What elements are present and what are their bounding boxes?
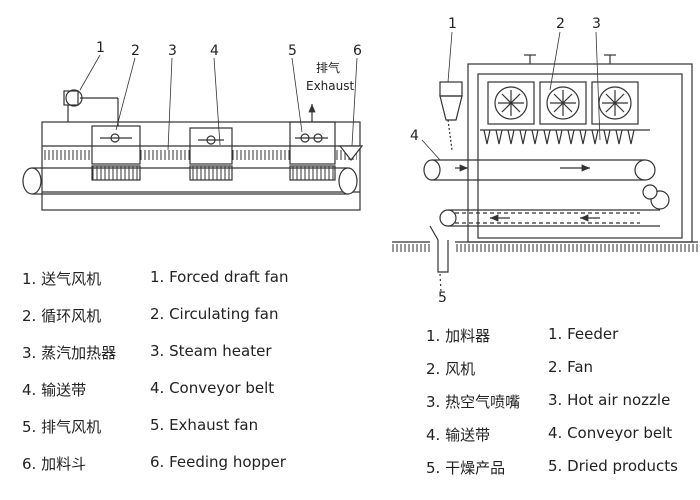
product-discharge (429, 225, 449, 293)
right-legend-en-3: 3. Hot air nozzle (548, 391, 671, 409)
left-callout-6: 6 (353, 43, 362, 59)
left-dryer-diagram (22, 54, 364, 211)
exhaust-fan-chamber-3 (289, 104, 336, 181)
forced-draft-fan (63, 89, 118, 122)
left-callout-3: 3 (168, 43, 177, 59)
feeding-hopper (338, 145, 364, 161)
right-legend-cn-4: 4. 输送带 (426, 426, 491, 444)
fan-row (487, 81, 639, 125)
right-callout-1: 1 (448, 16, 457, 32)
right-legend-en-1: 1. Feeder (548, 325, 619, 343)
exhaust-label-cn: 排气 (316, 60, 340, 75)
left-legend-cn-4: 4. 输送带 (22, 381, 87, 399)
left-legend-en-2: 2. Circulating fan (150, 305, 279, 323)
right-callout-5: 5 (438, 290, 447, 306)
left-callout-5: 5 (288, 43, 297, 59)
left-callout-1: 1 (96, 40, 105, 56)
right-legend-cn-1: 1. 加料器 (426, 327, 491, 345)
left-legend-en-6: 6. Feeding hopper (150, 453, 286, 471)
dryer-housing (41, 121, 361, 211)
left-legend-cn-6: 6. 加料斗 (22, 455, 87, 473)
left-legend-en-3: 3. Steam heater (150, 342, 272, 360)
exhaust-label-en: Exhaust (306, 79, 355, 93)
right-callout-3: 3 (592, 16, 601, 32)
right-legend-cn-3: 3. 热空气喷嘴 (426, 393, 521, 411)
left-legend-cn-3: 3. 蒸汽加热器 (22, 344, 117, 362)
left-legend-cn-2: 2. 循环风机 (22, 307, 102, 325)
right-legend-cn-5: 5. 干燥产品 (426, 459, 506, 477)
right-legend-en-5: 5. Dried products (548, 457, 678, 475)
hot-air-nozzles (480, 129, 650, 145)
left-legend-cn-5: 5. 排气风机 (22, 418, 102, 436)
dryer-cabinet (467, 63, 693, 243)
steam-heater-chamber-2 (189, 127, 233, 181)
left-legend-cn-1: 1. 送气风机 (22, 270, 102, 288)
right-conveyor-belts (423, 159, 670, 227)
right-dryer-diagram (392, 31, 698, 293)
left-legend-en-1: 1. Forced draft fan (150, 268, 289, 286)
left-legend-en-5: 5. Exhaust fan (150, 416, 259, 434)
left-callout-2: 2 (131, 43, 140, 59)
right-legend-en-4: 4. Conveyor belt (548, 424, 673, 442)
right-callout-4: 4 (410, 128, 419, 144)
right-callout-2: 2 (556, 16, 565, 32)
left-legend-en-4: 4. Conveyor belt (150, 379, 275, 397)
right-legend-cn-2: 2. 风机 (426, 360, 476, 378)
circulating-fan-chamber-1 (91, 98, 141, 181)
feeder-hopper (439, 81, 463, 151)
right-legend-en-2: 2. Fan (548, 358, 594, 376)
left-callout-4: 4 (210, 43, 219, 59)
